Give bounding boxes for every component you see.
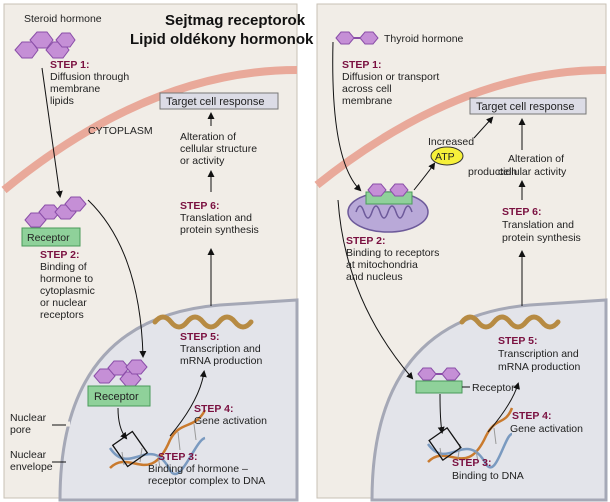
- thyroid-hormone-icon: [335, 31, 379, 45]
- right-step3-title: STEP 3:: [452, 457, 492, 469]
- left-target-response-label: Target cell response: [166, 96, 264, 108]
- left-step5-title: STEP 5:: [180, 331, 220, 343]
- right-step6-line1: Translation and: [502, 219, 574, 231]
- left-step2-line2: hormone to: [40, 273, 93, 285]
- left-alteration-line3: or activity: [180, 155, 225, 167]
- right-step2-line2: at mitochondria: [346, 259, 418, 271]
- right-arrow-step1: [332, 41, 362, 192]
- right-mrna-strand: [459, 314, 561, 330]
- right-step2-line3: and nucleus: [346, 271, 403, 283]
- right-step1-line2: across cell: [342, 83, 392, 95]
- cytoplasm-label: CYTOPLASM: [88, 125, 153, 137]
- left-cell-membrane: [1, 66, 298, 194]
- right-step6-line2: protein synthesis: [502, 232, 581, 244]
- left-step2-line1: Binding of: [40, 261, 87, 273]
- right-step5-line1: Transcription and: [498, 348, 579, 360]
- nuclear-receptor-label: Receptor: [94, 391, 139, 403]
- right-nuclear-hormone-icon: [417, 367, 461, 381]
- right-arrow-to-atp: [413, 162, 436, 191]
- left-step2-title: STEP 2:: [40, 249, 80, 261]
- mitochondrion: [347, 183, 429, 233]
- steroid-hormone-icon: [14, 31, 76, 59]
- nuclear-envelope-label-line2: envelope: [10, 461, 53, 473]
- left-mrna-strand: [152, 314, 254, 330]
- left-arrow-to-nucleus: [87, 199, 147, 358]
- cytoplasmic-hormone-icon: [24, 196, 87, 228]
- right-step6-title: STEP 6:: [502, 206, 542, 218]
- left-alteration-line2: cellular structure: [180, 143, 257, 155]
- right-arrow-to-nucleus: [337, 199, 414, 380]
- right-arrow-atp-to-response: [473, 116, 494, 139]
- right-step5-line2: mRNA production: [498, 361, 580, 373]
- left-step6-line2: protein synthesis: [180, 224, 259, 236]
- left-arrow-step3: [117, 407, 128, 440]
- left-arrow-step4: [169, 370, 207, 437]
- left-alteration-line1: Alteration of: [180, 131, 236, 143]
- right-step1-title: STEP 1:: [342, 59, 382, 71]
- left-step4-title: STEP 4:: [194, 403, 234, 415]
- left-step1-line1: Diffusion through: [50, 71, 129, 83]
- atp-label: ATP: [435, 151, 455, 163]
- right-step1-line3: membrane: [342, 95, 392, 107]
- right-arrow-step4: [487, 382, 520, 433]
- left-target-response-box: [159, 92, 279, 110]
- right-target-response-label: Target cell response: [476, 101, 574, 113]
- left-arrow-step1: [41, 67, 63, 198]
- right-target-response-box: [469, 97, 587, 115]
- left-step5-line1: Transcription and: [180, 343, 261, 355]
- left-step1-line2: membrane: [50, 83, 100, 95]
- cytoplasmic-receptor-label: Receptor: [27, 232, 70, 244]
- nuclear-envelope-label-line1: Nuclear: [10, 449, 47, 461]
- left-step3-line1: Binding of hormone –: [148, 463, 248, 475]
- left-step2-line4: or nuclear: [40, 297, 87, 309]
- left-step6-line1: Translation and: [180, 212, 252, 224]
- left-step5-line2: mRNA production: [180, 355, 262, 367]
- production-label: production: [468, 166, 517, 178]
- right-step5-title: STEP 5:: [498, 335, 538, 347]
- left-step6-title: STEP 6:: [180, 200, 220, 212]
- left-nucleus: [58, 298, 299, 502]
- right-panel: Thyroid hormone STEP 1: Diffusion or tra…: [314, 3, 608, 502]
- increased-label: Increased: [428, 136, 474, 148]
- right-cell-membrane: [314, 66, 607, 189]
- right-step3-line1: Binding to DNA: [452, 470, 524, 482]
- left-step2-line5: receptors: [40, 309, 84, 321]
- right-step2-title: STEP 2:: [346, 235, 386, 247]
- nuclear-pore-label-line2: pore: [10, 424, 31, 436]
- right-nucleus: [370, 298, 608, 502]
- atp-oval: [430, 146, 464, 166]
- left-step4-line1: Gene activation: [194, 415, 267, 427]
- left-step1-line3: lipids: [50, 95, 74, 107]
- right-receptor-label: Receptor: [472, 382, 515, 394]
- nuclear-receptor: [87, 385, 151, 407]
- left-step1-title: STEP 1:: [50, 59, 90, 71]
- nuclear-pore-label-line1: Nuclear: [10, 412, 47, 424]
- left-step3-title: STEP 3:: [158, 451, 198, 463]
- left-panel: Steroid hormone CYTOPLASM STEP 1: Diffus…: [1, 3, 299, 502]
- right-arrow-step3: [437, 393, 445, 434]
- right-step4-title: STEP 4:: [512, 410, 552, 422]
- thyroid-hormone-label: Thyroid hormone: [384, 33, 464, 45]
- nuclear-hormone-icon: [93, 359, 148, 387]
- left-step2-line3: cytoplasmic: [40, 285, 95, 297]
- right-alteration-line2: cellular activity: [498, 166, 567, 178]
- right-step2-line1: Binding to receptors: [346, 247, 439, 259]
- right-nuclear-receptor: [415, 380, 463, 394]
- right-step4-line1: Gene activation: [510, 423, 583, 435]
- cytoplasmic-receptor: [21, 227, 81, 247]
- steroid-hormone-label: Steroid hormone: [24, 13, 102, 25]
- overlay-title-line1: Sejtmag receptorok: [165, 12, 306, 29]
- right-binding-site-marker: [428, 426, 462, 462]
- right-alteration-line1: Alteration of: [508, 153, 564, 165]
- left-step3-line2: receptor complex to DNA: [148, 475, 265, 487]
- right-step1-line1: Diffusion or transport: [342, 71, 439, 83]
- overlay-title-line2: Lipid oldékony hormonok: [130, 31, 314, 48]
